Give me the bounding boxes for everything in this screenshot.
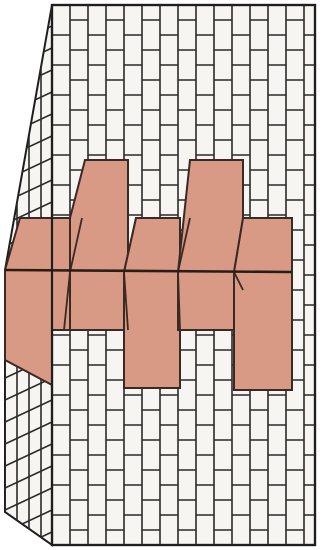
tooth-column-2	[124, 218, 180, 388]
tooth-column-1	[70, 160, 128, 330]
left-brick-joint	[5, 4, 52, 26]
tooth-column-4	[234, 218, 292, 390]
left-brick-joint	[5, 0, 52, 4]
